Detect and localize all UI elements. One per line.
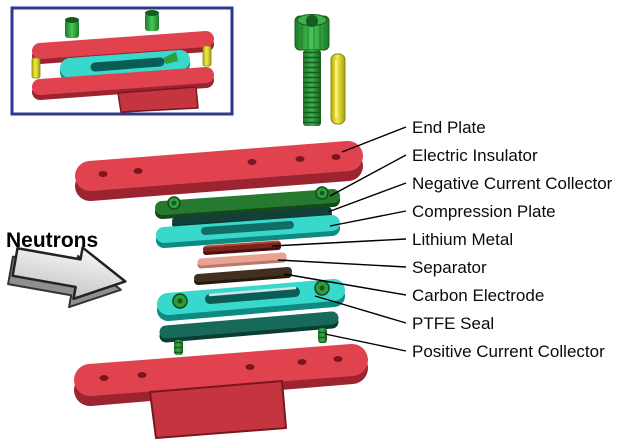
leader-lithium-metal [271, 238, 407, 247]
inset-bolt-top-left [65, 17, 79, 23]
screw-threads [303, 50, 321, 126]
inset-bolt-top-right [145, 10, 159, 16]
fastener-group [294, 14, 346, 126]
screw-tip-right-threads [318, 328, 327, 343]
ptfe-assembly-recess [205, 287, 300, 304]
label-positive-current-collector: Positive Current Collector [412, 342, 605, 361]
end-plate-hole [137, 372, 147, 378]
leader-carbon-electrode [283, 273, 407, 296]
insulator-bolt-socket [319, 190, 325, 196]
assembled-view-inset [10, 6, 234, 116]
leader-separator [277, 259, 407, 268]
end-plate-hole [245, 364, 255, 370]
leader-end-plate [341, 126, 407, 153]
inset-bottom-plate [32, 67, 214, 95]
label-carbon-electrode: Carbon Electrode [412, 286, 544, 305]
inset-green-tab [163, 52, 178, 64]
component-labels: End Plate Electric Insulator Negative Cu… [412, 118, 613, 361]
label-lithium-metal: Lithium Metal [412, 230, 513, 249]
positive-collector [159, 311, 339, 339]
leader-compression-plate [329, 210, 407, 227]
label-end-plate: End Plate [412, 118, 486, 137]
label-compression-plate: Compression Plate [412, 202, 556, 221]
end-plate-top [75, 141, 363, 191]
end-plate-hole [295, 156, 305, 162]
label-ptfe-seal: PTFE Seal [412, 314, 494, 333]
inset-bolt-head-left [65, 20, 79, 38]
end-plate-hole [133, 168, 143, 174]
leader-ptfe-seal [314, 295, 407, 324]
assembly-bolt-socket [319, 285, 325, 291]
ptfe-seal-ring [208, 286, 297, 297]
screw-hex-socket-icon [306, 15, 318, 27]
neutron-arrow-face [11, 246, 127, 301]
end-plate-base-foot [149, 380, 287, 439]
exploded-stack [74, 141, 368, 439]
neutrons-label: Neutrons [6, 229, 98, 252]
label-negative-current-collector: Negative Current Collector [412, 174, 613, 193]
label-electric-insulator: Electric Insulator [412, 146, 538, 165]
inset-cell-recess [90, 57, 165, 72]
end-plate-hole [247, 159, 257, 165]
lithium-metal [203, 241, 281, 252]
end-plate-hole [333, 356, 343, 362]
negative-collector [172, 207, 332, 225]
leader-positive-collector [324, 333, 407, 352]
neutron-arrow-icon [7, 246, 127, 309]
assembly-bolt-socket [177, 298, 183, 304]
separator [197, 252, 287, 266]
compression-plate-recess [201, 221, 294, 235]
inset-yellow-pin-right [202, 45, 212, 67]
electric-insulator [155, 189, 340, 215]
leader-electric-insulator [329, 154, 407, 197]
neutrons-annotation: Neutrons [6, 229, 127, 309]
inset-bolt-head-right [145, 13, 159, 31]
label-separator: Separator [412, 258, 487, 277]
inset-yellow-pin-left [31, 57, 41, 79]
end-plate-hole [98, 171, 108, 177]
inset-top-plate [32, 31, 214, 59]
end-plate-hole [331, 154, 341, 160]
leader-negative-collector [327, 182, 407, 213]
carbon-electrode [194, 267, 292, 282]
leader-lines [271, 126, 407, 352]
end-plate-hole [99, 375, 109, 381]
dowel-pin [330, 53, 346, 125]
inset-base-foot [117, 86, 199, 113]
lithium-metal-highlight [205, 240, 279, 248]
end-plate-hole [297, 359, 307, 365]
end-plate-bottom [74, 344, 368, 396]
insulator-bolt-socket [171, 200, 177, 206]
screw-tip-left-threads [174, 340, 183, 355]
